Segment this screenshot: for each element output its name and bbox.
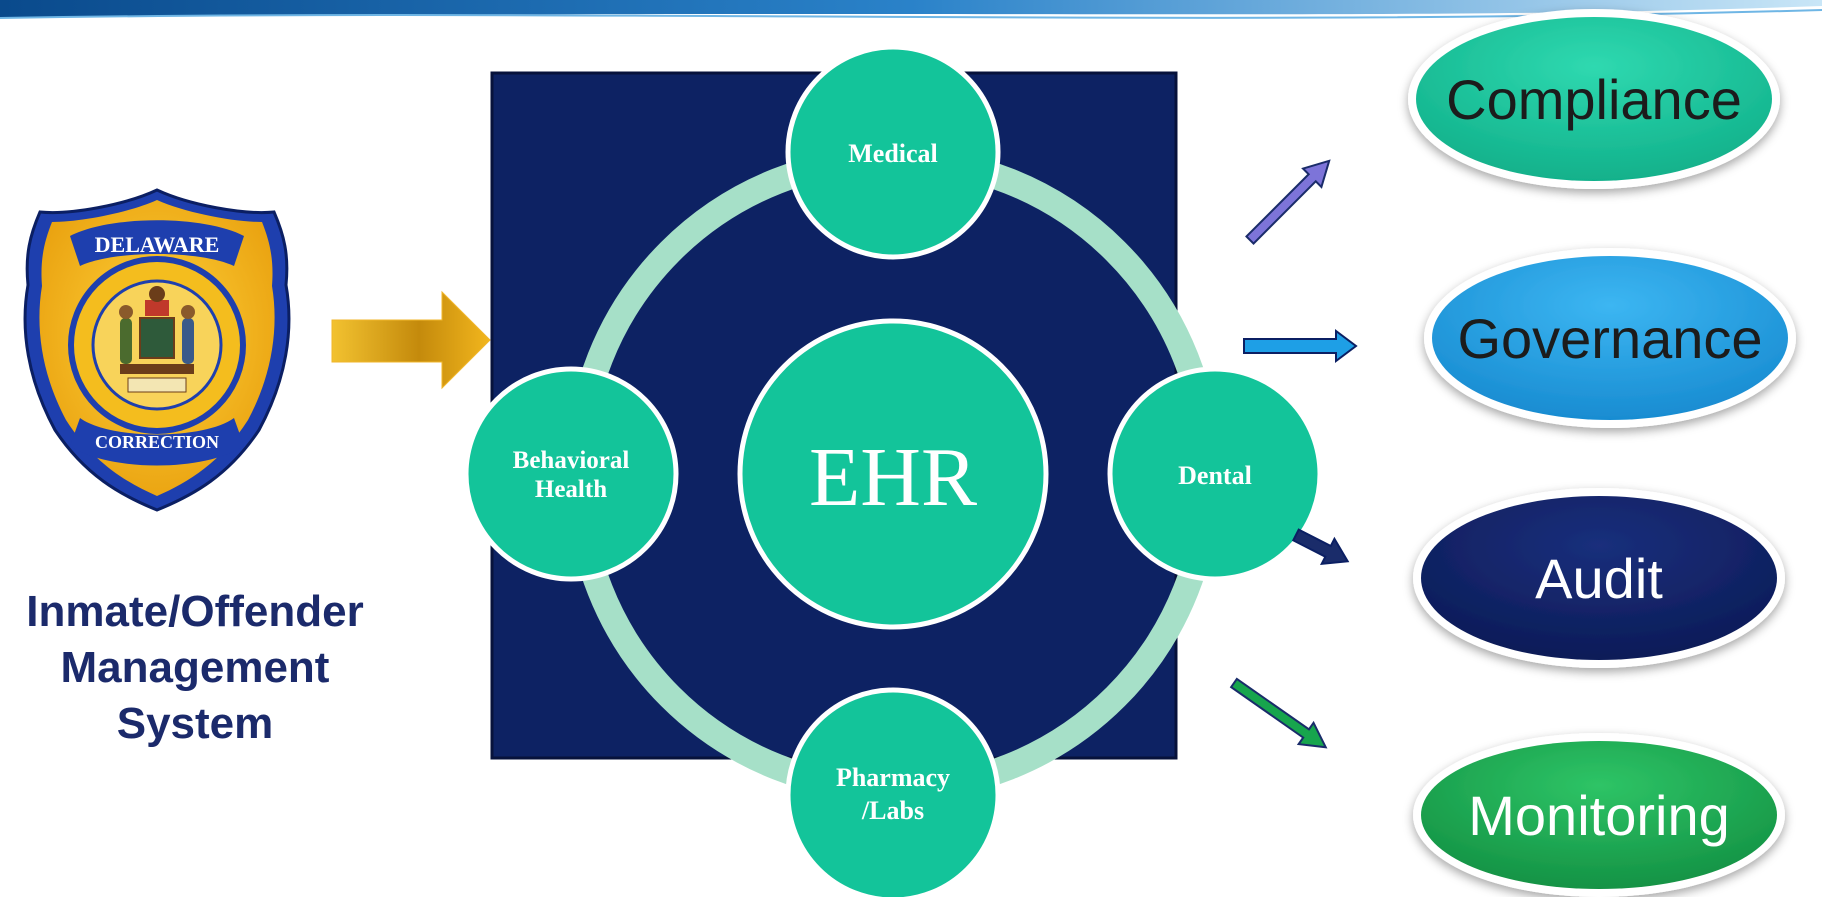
arrow-to-compliance	[1245, 159, 1331, 245]
monitoring-pill: Monitoring	[1413, 733, 1785, 897]
arrow-to-governance	[1243, 329, 1358, 363]
ioms-label-line1: Inmate/Offender	[26, 587, 364, 636]
governance-pill: Governance	[1424, 248, 1796, 428]
gold-input-arrow	[331, 290, 491, 390]
arrow-to-monitoring	[1229, 677, 1328, 749]
ehr-center-node: EHR	[737, 318, 1049, 630]
pharmacy-labs-label-line1: Pharmacy	[836, 763, 950, 792]
medical-label: Medical	[848, 139, 938, 168]
ioms-label-line3: System	[116, 699, 274, 748]
audit-label: Audit	[1535, 547, 1663, 610]
compliance-label: Compliance	[1446, 68, 1742, 131]
ehr-center-label: EHR	[809, 431, 977, 524]
seal-bottom-text: CORRECTION	[95, 432, 219, 452]
inmate-offender-management-system-label: Inmate/Offender Management System	[0, 584, 390, 752]
behavioral-health-label-line2: Health	[535, 476, 607, 503]
monitoring-label: Monitoring	[1468, 784, 1729, 847]
ioms-label-line2: Management	[60, 643, 330, 692]
medical-node: Medical	[785, 44, 1001, 260]
dental-node: Dental	[1107, 366, 1323, 582]
behavioral-health-label-line1: Behavioral	[513, 447, 630, 474]
pharmacy-labs-node: Pharmacy /Labs	[785, 687, 1001, 897]
governance-label: Governance	[1457, 307, 1762, 370]
delaware-correction-seal: DELAWARE CORRECTION	[23, 188, 291, 512]
arrow-to-audit	[1291, 528, 1350, 565]
compliance-pill: Compliance	[1408, 9, 1780, 189]
seal-top-text: DELAWARE	[95, 232, 220, 257]
behavioral-health-node: Behavioral Health	[463, 366, 679, 582]
audit-pill: Audit	[1413, 488, 1785, 668]
pharmacy-labs-label-line2: /Labs	[861, 796, 924, 825]
dental-label: Dental	[1178, 461, 1252, 490]
